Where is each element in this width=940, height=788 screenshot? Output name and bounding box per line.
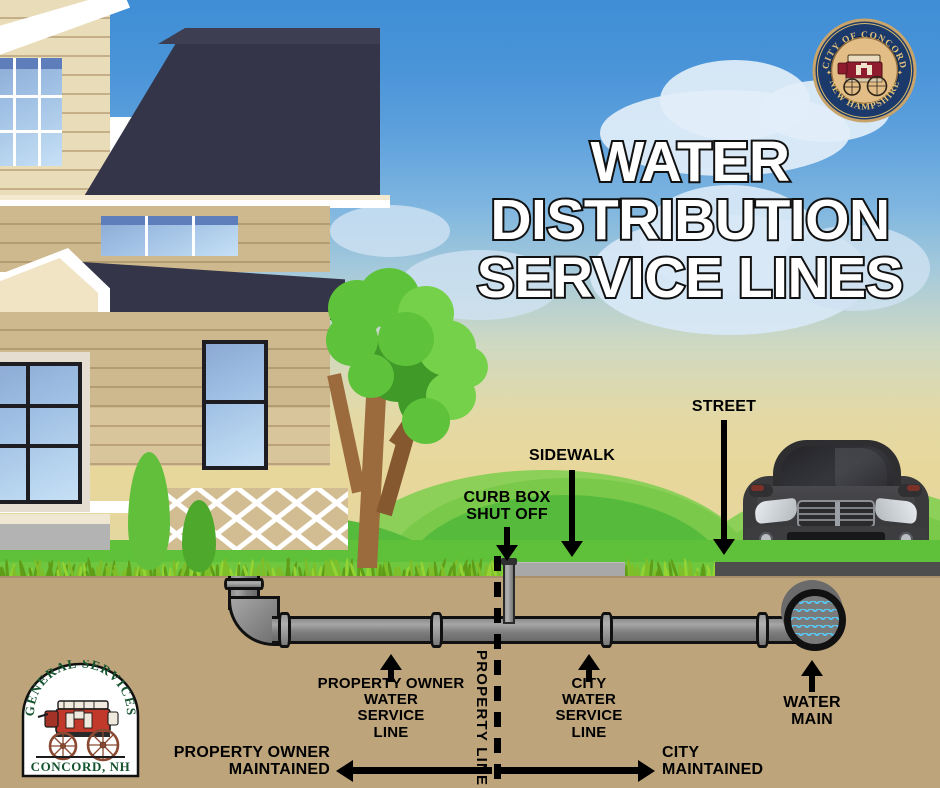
maintenance-arrow-head-left: [336, 760, 353, 782]
callout-arrow-head-street: [713, 539, 735, 555]
callout-label-sidewalk: SIDEWALK: [528, 447, 616, 464]
soil-top-edge: [0, 576, 940, 578]
property-owner-service-pipe: [272, 616, 500, 644]
cloud-mid-c: [780, 225, 930, 311]
callout-arrow-head-city-line: [578, 654, 600, 670]
tree-foliage-8: [402, 398, 450, 444]
cloud-far-right: [330, 205, 450, 257]
callout-label-city-water-service-line: CITY WATER SERVICE LINE: [555, 675, 623, 741]
callout-arrow-shaft-city-line: [586, 668, 592, 682]
window-main-glass: [0, 366, 78, 500]
callout-arrow-shaft-curb-box: [504, 527, 510, 553]
logo-bottom-text: CONCORD, NH: [31, 759, 131, 774]
curb-box-cap: [501, 558, 517, 565]
house-main-roof-ridge: [158, 28, 380, 44]
pipe-collar-2: [430, 612, 443, 648]
callout-arrow-shaft-street: [721, 420, 727, 544]
curb-box-riser: [503, 562, 515, 624]
window-right-glass: [206, 344, 264, 466]
callout-label-water-main: WATER MAIN: [783, 694, 841, 729]
window-gable-header: [0, 58, 62, 69]
house: [0, 0, 470, 580]
stagecoach-emblem: [837, 54, 888, 97]
general-services-logo: GENERAL SERVICES CONCORD, NH: [18, 655, 143, 778]
tree-foliage-9: [348, 354, 394, 398]
maintenance-label-city: CITY MAINTAINED: [662, 744, 764, 779]
tree: [318, 268, 503, 568]
callout-label-property-owner-water-service-line: PROPERTY OWNER WATER SERVICE LINE: [317, 675, 465, 741]
callout-arrow-head-curb-box: [496, 545, 518, 561]
property-line-dashed: [494, 556, 501, 788]
maintenance-arrow-shaft-right: [500, 767, 640, 774]
callout-label-curb-box-shut-off: CURB BOX SHUT OFF: [463, 489, 551, 524]
house-main-roof: [80, 28, 380, 203]
page-title: WATER DISTRIBUTION SERVICE LINES: [455, 130, 925, 311]
tree-foliage-10: [444, 346, 488, 388]
porch-lattice: [148, 488, 348, 550]
window-second-story-header: [101, 216, 238, 225]
pipe-collar-4: [756, 612, 769, 648]
porch-step-top: [0, 514, 110, 524]
stagecoach-emblem-gs: [37, 700, 120, 762]
water-main: [784, 589, 846, 651]
callout-arrow-shaft-water-main: [809, 674, 815, 692]
porch-step: [0, 522, 110, 550]
window-gable-glass: [0, 58, 62, 166]
property-line-label: PROPERTY LINE: [473, 650, 490, 787]
callout-arrow-shaft-sidewalk: [569, 470, 575, 546]
page-title-line-1: WATER: [588, 130, 792, 194]
sidewalk-surface: [512, 562, 625, 577]
tree-foliage-6: [378, 312, 434, 366]
svg-text:✦: ✦: [826, 69, 832, 77]
callout-arrow-head-sidewalk: [561, 541, 583, 557]
page-title-line-3: SERVICE LINES: [475, 246, 906, 311]
city-of-concord-seal: CITY OF CONCORD NEW HAMPSHIRE ✦ ✦: [812, 18, 917, 123]
shrub-tall: [128, 452, 170, 570]
car-grille: [797, 500, 875, 528]
page-title-line-2: DISTRIBUTION: [488, 188, 892, 253]
pipe-collar-1: [278, 612, 291, 648]
maintenance-arrow-shaft-left: [352, 767, 492, 774]
pipe-collar-riser: [224, 578, 264, 590]
callout-arrow-head-property-owner-line: [380, 654, 402, 670]
shrub-short: [182, 500, 216, 572]
callout-label-street: STREET: [691, 398, 757, 415]
grass-blades-middle: [625, 556, 715, 578]
callout-arrow-head-water-main: [801, 660, 823, 676]
callout-arrow-shaft-property-owner-line: [388, 668, 394, 682]
street-surface: [715, 562, 940, 577]
maintenance-label-property-owner: PROPERTY OWNER MAINTAINED: [173, 744, 330, 779]
svg-text:✦: ✦: [897, 69, 903, 77]
pipe-collar-3: [600, 612, 613, 648]
house-roof-fascia-white: [0, 200, 390, 208]
maintenance-arrow-head-right: [638, 760, 655, 782]
city-service-pipe: [500, 616, 800, 644]
